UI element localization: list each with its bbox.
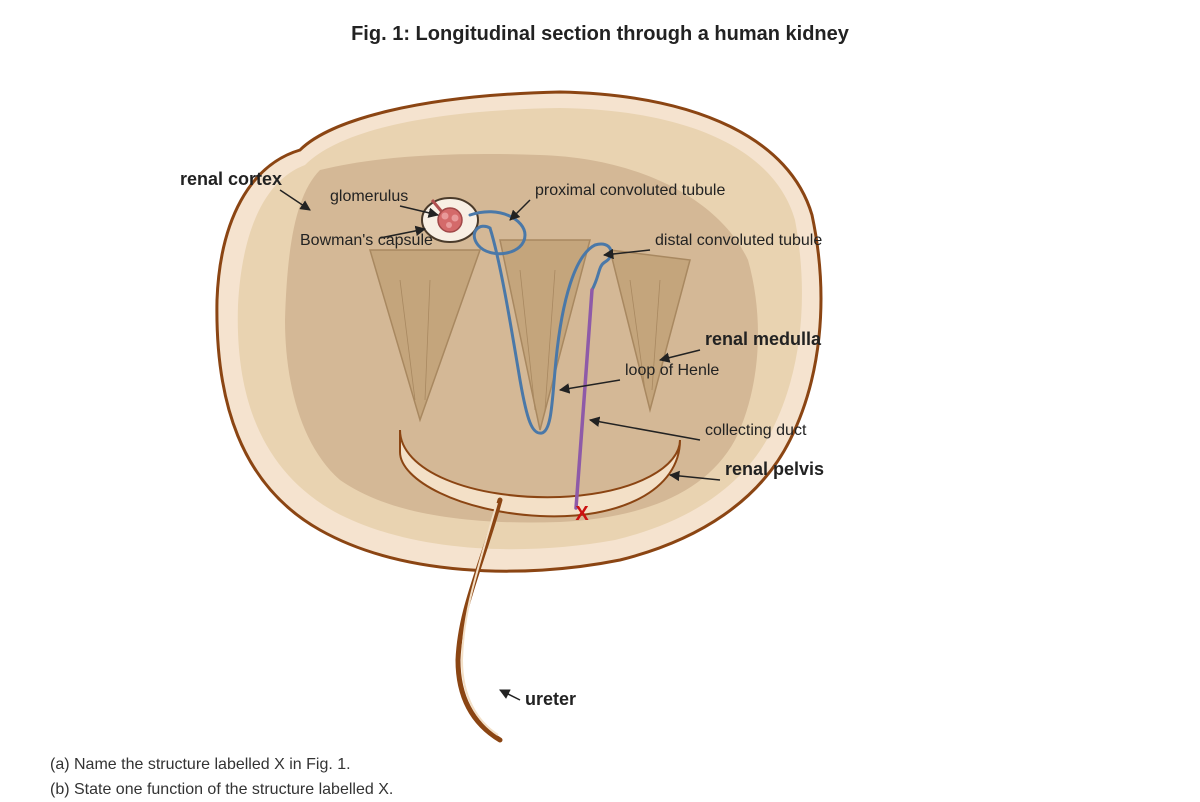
arrow-renal-cortex bbox=[279, 189, 311, 211]
glomerulus-capillary bbox=[441, 212, 449, 220]
arrow-renal-pelvis bbox=[668, 470, 721, 482]
arrow-ureter bbox=[499, 689, 521, 701]
label-bowmans-capsule: Bowman's capsule bbox=[300, 232, 433, 249]
arrow-distal-convoluted-tubule bbox=[602, 248, 651, 260]
arrow-bowmans-capsule bbox=[379, 225, 427, 239]
question-b: (b) State one function of the structure … bbox=[50, 781, 394, 798]
label-collecting-duct: collecting duct bbox=[705, 422, 807, 439]
label-loop-of-henle: loop of Henle bbox=[625, 362, 719, 379]
label-glomerulus: glomerulus bbox=[330, 188, 408, 205]
label-renal-pelvis: renal pelvis bbox=[725, 459, 824, 479]
label-distal-convoluted-tubule: distal convoluted tubule bbox=[655, 232, 822, 249]
label-renal-medulla: renal medulla bbox=[705, 329, 822, 349]
arrow-loop-of-henle bbox=[558, 379, 621, 394]
pyramid-striations bbox=[399, 269, 661, 411]
arrow-renal-medulla bbox=[658, 349, 701, 363]
afferent-arteriole bbox=[430, 199, 444, 213]
arrow-glomerulus bbox=[399, 205, 440, 218]
figure-title: Fig. 1: Longitudinal section through a h… bbox=[351, 23, 850, 45]
nephron-tubule bbox=[468, 210, 613, 435]
label-renal-cortex: renal cortex bbox=[180, 169, 282, 189]
ureter bbox=[455, 497, 503, 743]
collecting-duct bbox=[574, 288, 594, 510]
label-ureter: ureter bbox=[525, 689, 576, 709]
arrow-proximal-convoluted-tubule bbox=[509, 199, 531, 221]
renal-pyramid-middle bbox=[499, 239, 591, 431]
question-block: (a) Name the structure labelled X in Fig… bbox=[50, 752, 393, 802]
glomerulus-capillary bbox=[451, 214, 459, 222]
arrow-collecting-duct bbox=[588, 416, 701, 441]
question-a: (a) Name the structure labelled X in Fig… bbox=[50, 756, 351, 773]
glomerulus-capillary bbox=[446, 222, 452, 228]
label-proximal-convoluted-tubule: proximal convoluted tubule bbox=[535, 182, 725, 199]
renal-pelvis bbox=[399, 429, 681, 518]
renal-pyramid-right bbox=[609, 249, 691, 413]
ureter-highlight bbox=[460, 502, 499, 736]
x-marker: X bbox=[575, 503, 589, 525]
renal-pyramid-left bbox=[368, 249, 482, 423]
